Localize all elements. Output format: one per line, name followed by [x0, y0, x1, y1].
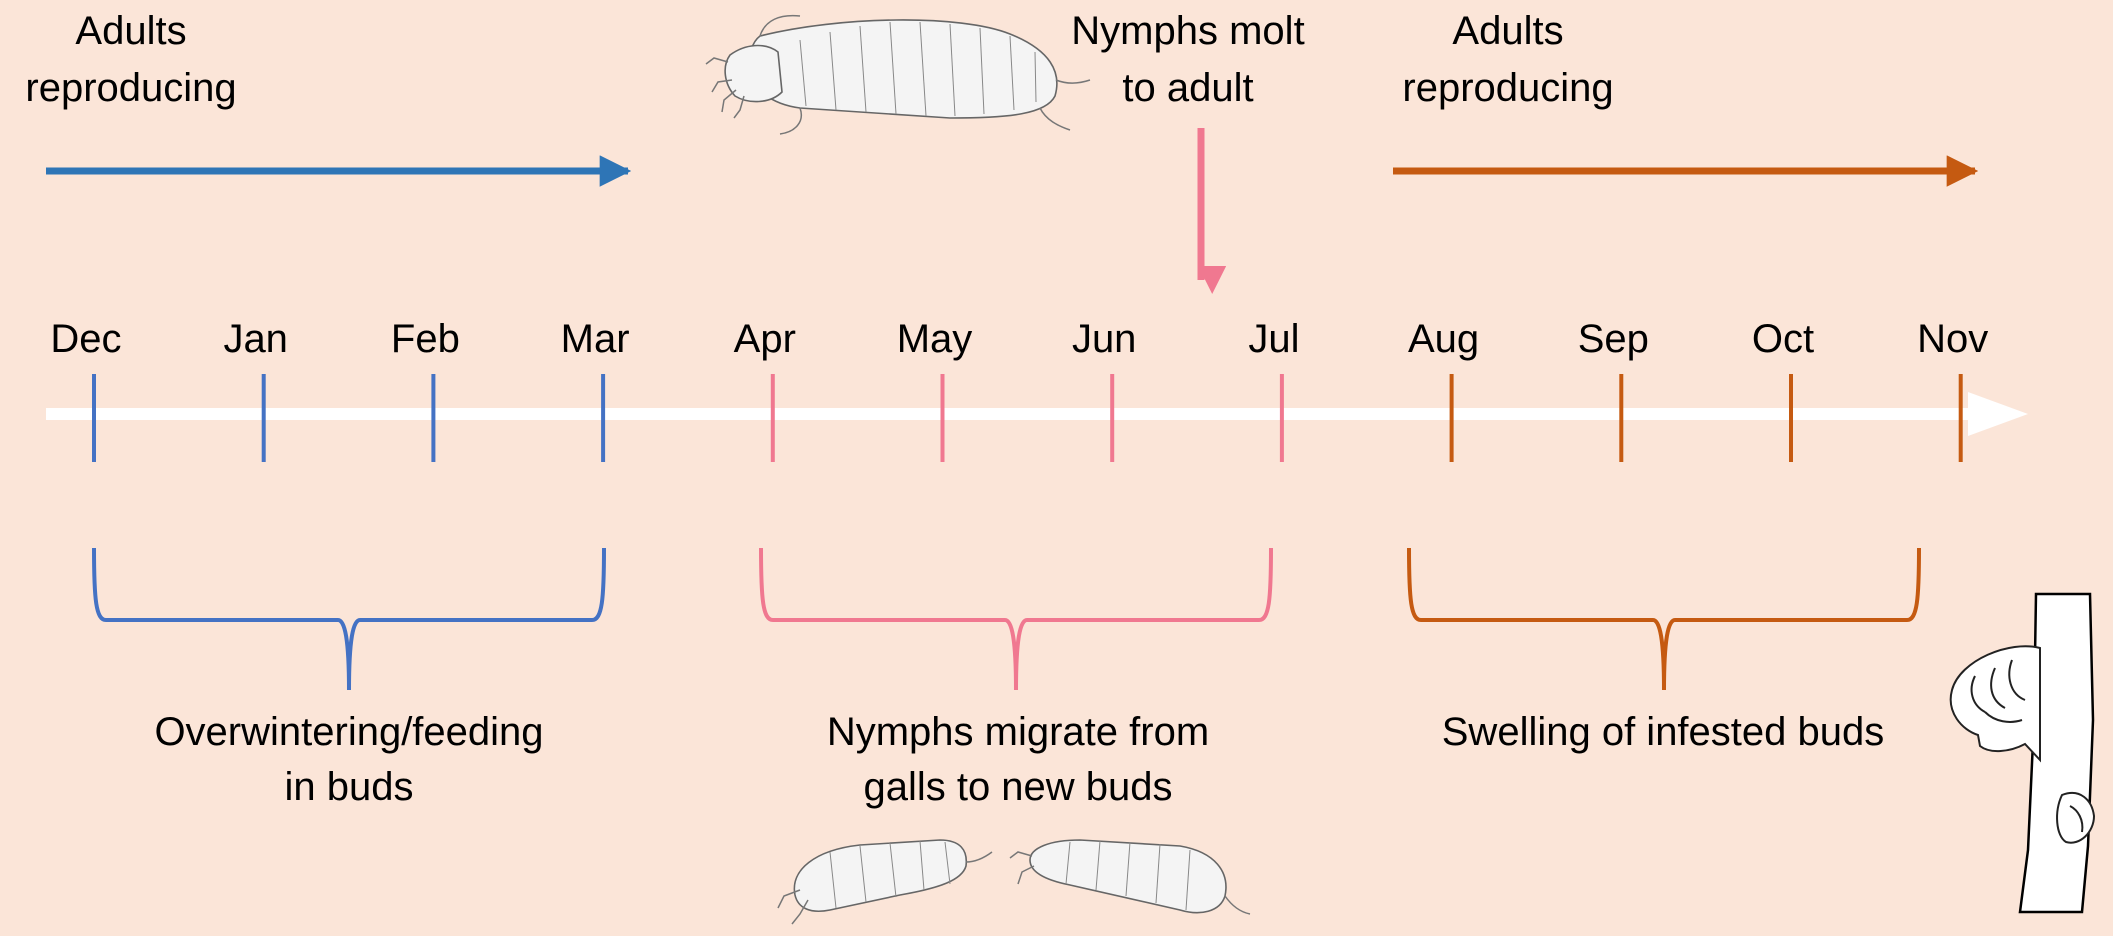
- infested-twig-icon: [1951, 594, 2094, 912]
- adults-reproducing-left-line2: reproducing: [25, 66, 236, 110]
- timeline-arrowhead: [1968, 392, 2028, 436]
- adults-reproducing-right-line1: Adults: [1452, 9, 1563, 53]
- mite-adult-icon: [706, 16, 1090, 134]
- adults-reproducing-left-line1: Adults: [75, 9, 186, 53]
- phase-migration-line2: galls to new buds: [863, 765, 1172, 809]
- month-label-aug: Aug: [1408, 317, 1479, 361]
- brace-migration: [761, 548, 1271, 690]
- month-ticks: Dec Jan Feb Mar Apr May Jun Jul Aug Sep Oct Nov: [50, 317, 1988, 462]
- mite-nymph-icon-1: [778, 840, 992, 924]
- month-label-mar: Mar: [561, 317, 630, 361]
- brace-swelling: [1409, 548, 1919, 690]
- month-label-sep: Sep: [1578, 317, 1649, 361]
- nymphs-molt-label-line2: to adult: [1122, 66, 1253, 110]
- month-label-feb: Feb: [391, 317, 460, 361]
- brace-overwintering: [94, 548, 604, 690]
- month-label-may: May: [897, 317, 973, 361]
- month-label-jul: Jul: [1248, 317, 1299, 361]
- month-label-nov: Nov: [1917, 317, 1988, 361]
- phase-overwintering-line1: Overwintering/feeding: [154, 710, 543, 754]
- nymphs-molt-label-line1: Nymphs molt: [1071, 9, 1304, 53]
- adults-reproducing-right-line2: reproducing: [1402, 66, 1613, 110]
- month-label-apr: Apr: [734, 317, 796, 361]
- phase-swelling-label: Swelling of infested buds: [1442, 710, 1885, 754]
- phase-overwintering-line2: in buds: [285, 765, 414, 809]
- mite-nymph-icon-2: [1010, 840, 1250, 914]
- month-label-jun: Jun: [1072, 317, 1137, 361]
- month-label-jan: Jan: [223, 317, 288, 361]
- month-label-oct: Oct: [1752, 317, 1814, 361]
- month-label-dec: Dec: [50, 317, 121, 361]
- phase-migration-line1: Nymphs migrate from: [827, 710, 1209, 754]
